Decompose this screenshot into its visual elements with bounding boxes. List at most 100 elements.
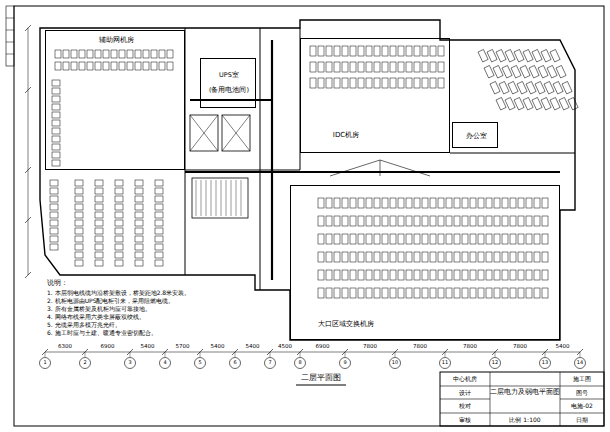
building-outline — [40, 20, 575, 340]
rack — [523, 97, 533, 110]
rack — [478, 198, 484, 208]
rack — [494, 216, 500, 226]
rack — [493, 65, 503, 78]
dimension-tick — [25, 217, 31, 223]
rack — [318, 270, 324, 280]
rack — [358, 288, 364, 298]
sheet-frame — [14, 6, 604, 426]
axis-leader — [270, 352, 271, 357]
rack — [115, 180, 123, 186]
title-block-cell: 校对 — [459, 403, 471, 410]
rack — [454, 288, 460, 298]
note-text: 6. 施工时应与土建、暖通专业密切配合。 — [47, 330, 157, 337]
rack — [326, 234, 332, 244]
rack — [350, 252, 356, 262]
rack — [135, 188, 143, 194]
rack — [454, 252, 460, 262]
rack — [342, 288, 348, 298]
rack — [526, 288, 532, 298]
rack — [358, 62, 364, 72]
rack — [135, 252, 143, 258]
rack — [334, 78, 340, 88]
rack — [135, 236, 143, 242]
axis-bubble — [230, 358, 241, 369]
rack — [478, 270, 484, 280]
rack — [75, 244, 83, 250]
rack — [151, 50, 157, 58]
rack — [514, 49, 524, 62]
room-outline: UPS室(备用电池间) — [200, 58, 256, 108]
rack — [462, 252, 468, 262]
rack — [326, 216, 332, 226]
rack — [414, 78, 420, 88]
title-block-cell: 中心机房 — [453, 376, 477, 383]
dimension-value: 4500 — [278, 343, 292, 349]
rack — [494, 270, 500, 280]
rack — [494, 288, 500, 298]
rack — [52, 112, 60, 118]
rack — [350, 62, 356, 72]
rack — [526, 198, 532, 208]
cable-tray — [190, 99, 272, 101]
rack — [382, 216, 388, 226]
rack — [390, 62, 396, 72]
rack — [462, 216, 468, 226]
rack — [358, 198, 364, 208]
rack — [342, 234, 348, 244]
axis-leader — [200, 352, 201, 357]
rack — [52, 120, 60, 126]
rack — [535, 81, 545, 94]
title-block-rule — [440, 386, 604, 387]
rack — [505, 49, 515, 62]
rack — [318, 46, 324, 56]
rack — [326, 198, 332, 208]
rack — [374, 288, 380, 298]
strip-divider — [6, 42, 14, 43]
rack — [547, 65, 557, 78]
axis-leader — [130, 352, 131, 357]
rack — [50, 180, 58, 186]
rack — [438, 46, 444, 56]
rack — [462, 270, 468, 280]
axis-bubble — [490, 358, 501, 369]
rack — [523, 49, 533, 62]
rack — [542, 288, 548, 298]
rack — [374, 198, 380, 208]
rack — [95, 188, 103, 194]
rack — [382, 234, 388, 244]
rack — [382, 198, 388, 208]
rack — [52, 160, 60, 166]
rack — [75, 252, 83, 258]
rack — [382, 288, 388, 298]
rack — [334, 234, 340, 244]
rack — [155, 188, 163, 194]
rack — [374, 46, 380, 56]
inner-wall — [450, 153, 575, 154]
rack — [422, 78, 428, 88]
rack — [382, 78, 388, 88]
rack — [542, 216, 548, 226]
rack — [398, 198, 404, 208]
title-block-cell: 二层电力及弱电平面图 — [490, 389, 560, 396]
dimension-tick — [25, 272, 31, 278]
rack — [326, 288, 332, 298]
rack — [135, 196, 143, 202]
room-name: 大口区域交换机房 — [317, 320, 375, 328]
rack — [526, 234, 532, 244]
rack — [478, 288, 484, 298]
dimension-value: 5400 — [211, 343, 225, 349]
rack — [135, 244, 143, 250]
rack — [382, 46, 388, 56]
drawing-title: 二层平面图 — [301, 373, 341, 382]
rack — [350, 270, 356, 280]
rack — [103, 50, 109, 58]
rack — [484, 65, 494, 78]
rack — [390, 216, 396, 226]
rack — [414, 234, 420, 244]
rack — [534, 198, 540, 208]
rack — [50, 196, 58, 202]
cable-tray — [185, 171, 560, 173]
rack — [559, 97, 569, 110]
